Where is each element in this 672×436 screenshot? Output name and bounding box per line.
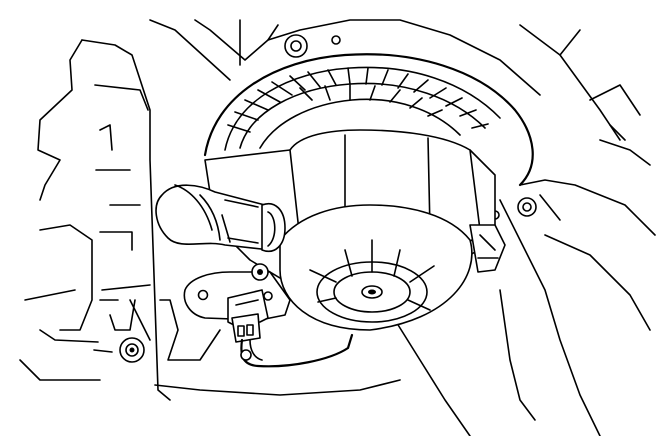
mounting-bolt bbox=[119, 299, 151, 363]
wire-harness bbox=[240, 333, 354, 368]
housing-frame bbox=[19, 19, 656, 436]
electrical-connector bbox=[227, 289, 269, 343]
air-duct-hose bbox=[155, 184, 286, 252]
motor-end-cap bbox=[309, 239, 435, 323]
blower-fan-cage bbox=[203, 34, 537, 220]
